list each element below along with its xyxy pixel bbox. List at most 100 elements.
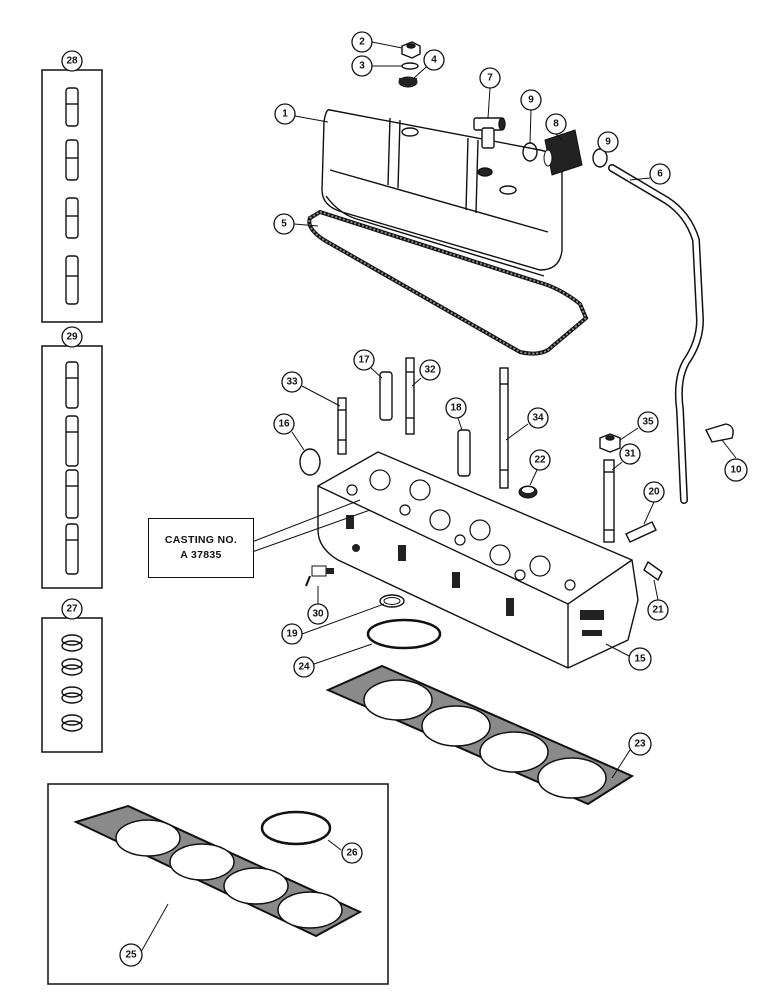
- svg-text:30: 30: [312, 609, 324, 620]
- callout-7: 7: [479, 67, 501, 89]
- cover-washer: [401, 62, 419, 70]
- expansion-plug-16: [299, 448, 321, 476]
- svg-text:5: 5: [281, 219, 287, 230]
- svg-text:27: 27: [66, 604, 78, 615]
- svg-text:28: 28: [66, 56, 78, 67]
- callout-15: 15: [628, 647, 652, 671]
- svg-text:8: 8: [553, 119, 559, 130]
- svg-text:20: 20: [648, 487, 660, 498]
- casting-number-label: CASTING NO. A 37835: [148, 518, 254, 578]
- svg-text:32: 32: [424, 365, 436, 376]
- stud-20: [625, 521, 657, 543]
- callout-22: 22: [529, 449, 551, 471]
- svg-text:6: 6: [657, 169, 663, 180]
- callout-9-right: 9: [597, 131, 619, 153]
- cover-grommet: [398, 76, 418, 88]
- callout-31: 31: [619, 443, 641, 465]
- callout-34: 34: [527, 407, 549, 429]
- svg-text:35: 35: [642, 417, 654, 428]
- valve-guide-18: [457, 429, 471, 477]
- svg-text:17: 17: [358, 355, 370, 366]
- callout-2: 2: [351, 31, 373, 53]
- svg-text:9: 9: [605, 137, 611, 148]
- cap-22: [518, 485, 538, 499]
- callout-27: 27: [61, 598, 83, 620]
- callout-6: 6: [649, 163, 671, 185]
- svg-text:15: 15: [634, 654, 646, 665]
- svg-text:31: 31: [624, 449, 636, 460]
- valve-seat-inserts-27: [61, 634, 83, 732]
- svg-text:7: 7: [487, 73, 493, 84]
- kit-panel-27: [41, 617, 103, 753]
- breather-hose: [543, 129, 583, 176]
- stud-21: [643, 560, 663, 582]
- callout-8: 8: [545, 113, 567, 135]
- o-ring-24: [366, 618, 442, 650]
- seal-ring-19: [379, 594, 405, 608]
- callout-24: 24: [293, 656, 315, 678]
- svg-text:24: 24: [298, 662, 310, 673]
- valve-guide-17: [379, 371, 393, 421]
- stud-33: [337, 397, 347, 455]
- svg-text:4: 4: [431, 55, 437, 66]
- svg-text:18: 18: [450, 403, 462, 414]
- callout-28: 28: [61, 50, 83, 72]
- svg-text:1: 1: [282, 109, 288, 120]
- callout-3: 3: [351, 55, 373, 77]
- svg-text:23: 23: [634, 739, 646, 750]
- head-gasket-23: [325, 664, 635, 806]
- callout-17: 17: [353, 349, 375, 371]
- callout-16: 16: [273, 413, 295, 435]
- svg-text:9: 9: [528, 95, 534, 106]
- callout-4: 4: [423, 49, 445, 71]
- kit-head-gasket-25: [73, 804, 363, 938]
- callout-25: 25: [119, 943, 143, 967]
- breather-tee: [473, 117, 506, 149]
- callout-33: 33: [281, 371, 303, 393]
- nut-35: [599, 433, 621, 453]
- callouts: 1 2 3 4 5 6 7 8 9 9 10 15 16 17 18 19 20…: [61, 31, 748, 967]
- callout-9-left: 9: [520, 89, 542, 111]
- callout-23: 23: [628, 732, 652, 756]
- cylinder-head: [317, 451, 639, 669]
- callout-20: 20: [643, 481, 665, 503]
- callout-32: 32: [419, 359, 441, 381]
- svg-text:10: 10: [730, 465, 742, 476]
- svg-text:16: 16: [278, 419, 290, 430]
- svg-text:29: 29: [66, 332, 78, 343]
- stud-32: [405, 357, 415, 435]
- seal-ring-19-inner: [383, 597, 401, 605]
- svg-text:19: 19: [286, 629, 298, 640]
- callout-5: 5: [273, 213, 295, 235]
- svg-text:34: 34: [532, 413, 544, 424]
- valve-guides-29: [65, 361, 79, 575]
- callout-30: 30: [307, 603, 329, 625]
- casting-number-line1: CASTING NO.: [164, 534, 238, 546]
- svg-text:21: 21: [652, 605, 664, 616]
- casting-number-line2: A 37835: [180, 549, 222, 561]
- callout-21: 21: [647, 599, 669, 621]
- callout-35: 35: [637, 411, 659, 433]
- tube-clip: [705, 423, 734, 443]
- leader-lines: [140, 41, 737, 953]
- callout-29: 29: [61, 326, 83, 348]
- svg-text:3: 3: [359, 61, 365, 72]
- callout-19: 19: [281, 623, 303, 645]
- stud-34: [499, 367, 509, 489]
- rocker-cover: [321, 109, 563, 277]
- svg-text:22: 22: [534, 455, 546, 466]
- svg-text:26: 26: [346, 848, 358, 859]
- kit-ring-26: [260, 810, 332, 846]
- callout-1: 1: [274, 103, 296, 125]
- cover-nut: [401, 41, 421, 59]
- svg-text:33: 33: [286, 377, 298, 388]
- svg-text:25: 25: [125, 950, 137, 961]
- stud-31: [603, 459, 615, 543]
- temp-sender-30: [305, 565, 334, 587]
- callout-26: 26: [341, 842, 363, 864]
- callout-10: 10: [724, 458, 748, 482]
- valve-guides-28: [65, 87, 79, 305]
- svg-text:2: 2: [359, 37, 365, 48]
- callout-18: 18: [445, 397, 467, 419]
